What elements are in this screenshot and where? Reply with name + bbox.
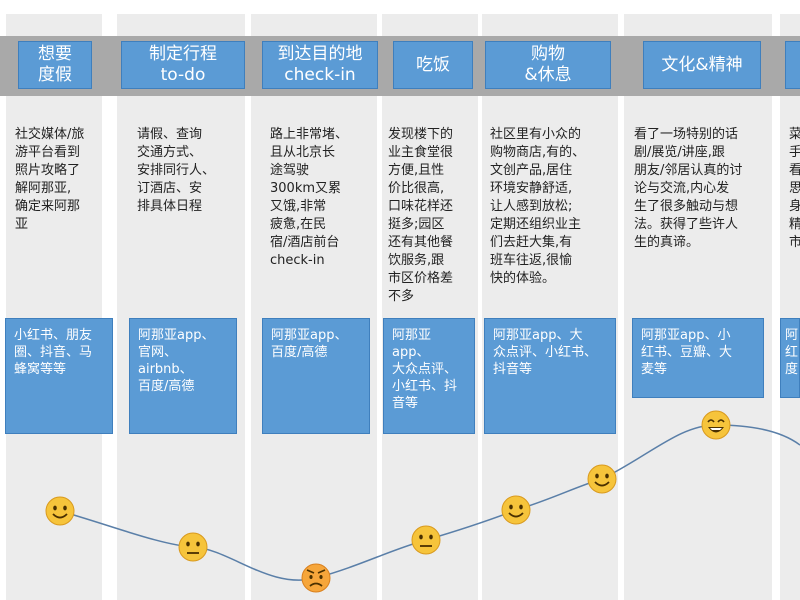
neutral-emoji-icon (411, 525, 441, 555)
column-bg (117, 14, 245, 600)
stage-description: 菜 手 看 思 身 精 市 (789, 127, 800, 250)
angry-emoji-icon (301, 563, 331, 593)
column-bg (624, 14, 772, 600)
stage-header: 制定行程 to-do (121, 41, 245, 89)
emotion-line (59, 424, 800, 581)
stage-description: 发现楼下的 业主食堂很 方便,且性 价比很高, 口味花样还 挺多;园区 还有其他… (388, 127, 454, 304)
smile-emoji-icon (45, 496, 75, 526)
smile-emoji-icon (587, 464, 617, 494)
column-bg (382, 14, 478, 600)
stage-description: 请假、查询 交通方式、 安排同行人、 订酒店、安 排具体日程 (137, 127, 216, 214)
stage-description: 社交媒体/旅 游平台看到 照片攻略了 解阿那亚, 确定来阿那 亚 (15, 127, 85, 232)
touchpoint-box: 阿那亚app、 大众点评、 小红书、抖 音等 (383, 318, 475, 434)
neutral-emoji-icon (178, 532, 208, 562)
stage-header: 想要 度假 (18, 41, 92, 89)
smile-emoji-icon (501, 495, 531, 525)
laugh-emoji-icon (701, 410, 731, 440)
touchpoint-box: 阿那亚app、 官网、airbnb、 百度/高德 (129, 318, 237, 434)
touchpoint-box: 阿那亚app、 百度/高德 (262, 318, 370, 434)
stage-header: 文化&精神 (643, 41, 761, 89)
stage-header (785, 41, 800, 89)
stage-description: 社区里有小众的 购物商店,有的、 文创产品,居住 环境安静舒适, 让人感到放松;… (490, 127, 586, 286)
stage-header: 到达目的地 check-in (262, 41, 378, 89)
column-bg (780, 14, 800, 600)
stage-description: 看了一场特别的话 剧/展览/讲座,跟 朋友/邻居认真的讨 论与交流,内心发 生了… (634, 127, 743, 250)
touchpoint-box: 阿那亚app、大 众点评、小红书、 抖音等 (484, 318, 616, 434)
touchpoint-box: 小红书、朋友 圈、抖音、马 蜂窝等等 (5, 318, 113, 434)
stage-header: 吃饭 (393, 41, 473, 89)
stage-description: 路上非常堵、 且从北京长 途驾驶 300km又累 又饿,非常 疲惫,在民 宿/酒… (270, 127, 349, 268)
touchpoint-box: 阿那亚app、小 红书、豆瓣、大 麦等 (632, 318, 764, 398)
column-bg (251, 14, 377, 600)
stage-header: 购物 &休息 (485, 41, 611, 89)
